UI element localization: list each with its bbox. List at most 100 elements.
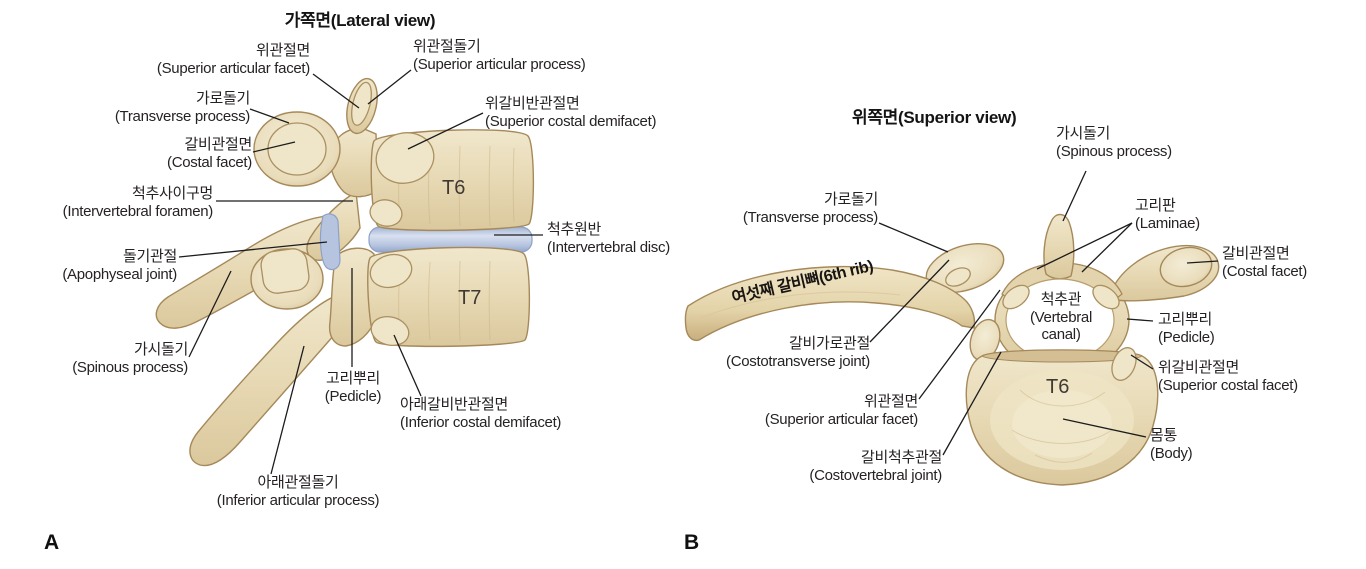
label-en: (Costotransverse joint) [726,352,870,370]
lateral-view-drawing [155,69,543,475]
label-inferior-costal-demifacet-a: 아래갈비반관절면 (Inferior costal demifacet) [400,396,561,431]
label-en: (Vertebral [1029,308,1093,326]
label-ko: 가시돌기 [1056,125,1111,142]
t6-superior-articular-process-shape [346,77,378,135]
label-ko: 척추사이구멍 [131,185,213,202]
label-en: canal) [1041,326,1081,343]
label-en: (Costovertebral joint) [809,466,942,484]
label-costal-facet-a: 갈비관절면 (Costal facet) [60,136,252,171]
t6-costal-facet-shape [267,122,327,176]
left-superior-articular-facet-shape [1002,284,1030,310]
label-ko: 갈비척추관절 [860,449,942,466]
t6-body-texture [398,145,515,227]
label-ko: 고리뿌리 [1158,311,1213,328]
t7-arch-shape [328,247,377,347]
leader-line [249,108,290,124]
sixth-rib-shape [684,265,976,342]
label-ko: 위관절면 [863,393,918,410]
t6-superior-costal-demifacet-shape [375,132,435,184]
label-en: (Inferior articular process) [216,491,380,509]
label-costovertebral-joint-b: 갈비척추관절 (Costovertebral joint) [730,449,942,484]
leader-lines-b [869,170,1219,456]
t7-body-texture [398,260,491,342]
label-costal-facet-b: 갈비관절면 (Costal facet) [1222,245,1307,280]
panel-letter-b: B [684,531,700,554]
leader-line [252,141,296,153]
leader-line [1081,222,1133,273]
leader-line [407,112,484,150]
label-ko: 위갈비관절면 [1158,359,1240,376]
label-ko: 몸통 [1150,427,1178,444]
label-en: (Costal facet) [1222,262,1307,280]
vertebral-body-streaks [1011,389,1113,463]
label-spinous-process-b: 가시돌기 (Spinous process) [1056,125,1172,160]
label-ko: 갈비관절면 [1222,245,1290,262]
leader-line [1062,418,1147,438]
label-en: (Body) [1150,444,1193,462]
panel-letter-a: A [44,531,60,554]
label-ko: 위갈비반관절면 [485,95,580,112]
label-ko: 고리판 [1135,197,1176,214]
label-ko: 위관절면 [255,42,310,59]
label-spinous-process-a: 가시돌기 (Spinous process) [40,341,188,376]
t6-inferior-costal-demifacet-shape [369,199,403,227]
label-en: (Transverse process) [742,208,878,226]
vertebral-body-inner-highlight [1012,390,1112,458]
leader-line [178,241,328,258]
label-costotransverse-joint-b: 갈비가로관절 (Costotransverse joint) [658,335,870,370]
label-en: (Inferior costal demifacet) [400,413,562,431]
label-intervertebral-disc-a: 척추원반 (Intervertebral disc) [547,221,670,256]
label-en: (Laminae) [1135,214,1200,232]
rib-ridge [699,291,901,319]
right-superior-articular-facet-shape [1092,284,1120,310]
label-transverse-process-b: 가로돌기 (Transverse process) [710,191,878,226]
leader-line [188,270,232,358]
label-ko: 가로돌기 [195,90,250,107]
panel-b-title: 위쪽면(Superior view) [852,108,1017,127]
label-ko: 가시돌기 [133,341,188,358]
leader-line [1130,354,1154,370]
label-superior-costal-facet-b: 위갈비관절면 (Superior costal facet) [1158,359,1298,394]
label-laminae-b: 고리판 (Laminae) [1135,197,1200,232]
costotransverse-joint-facet-shape [945,267,971,287]
leader-line [1062,170,1087,222]
t7-superior-articular-facet-shape [260,248,310,294]
label-inferior-articular-process-a: 아래관절돌기 (Inferior articular process) [178,474,418,509]
label-pedicle-b: 고리뿌리 (Pedicle) [1158,311,1215,346]
panel-a-title: 가쪽면(Lateral view) [284,11,436,30]
label-en: (Apophyseal joint) [62,265,177,283]
leader-line [270,345,305,475]
t6-label-b: T6 [1046,376,1070,398]
label-vertebral-canal-b: 척추관 (Vertebral canal) [1006,291,1116,344]
leader-line [942,351,1002,456]
label-superior-articular-process-a: 위관절돌기 (Superior articular process) [413,38,586,73]
label-en: (Superior articular facet) [764,410,918,428]
vertebral-body-rim [981,349,1143,363]
t7-superior-costal-demifacet-shape [369,253,413,289]
label-en: (Intervertebral disc) [547,238,670,256]
superior-costal-facet-shape [1111,347,1137,381]
label-ko: 갈비관절면 [184,136,252,153]
label-en: (Superior costal facet) [1158,376,1298,394]
costal-facet-shape-b [1159,246,1213,288]
label-en: (Spinous process) [1056,142,1172,160]
label-en: (Superior articular facet) [156,59,310,77]
label-body-b: 몸통 (Body) [1150,427,1193,462]
label-superior-costal-demifacet-a: 위갈비반관절면 (Superior costal demifacet) [485,95,656,130]
label-ko: 갈비가로관절 [788,335,870,352]
label-en: (Pedicle) [324,387,382,405]
t6-label-a: T6 [442,177,466,199]
leader-line [1186,260,1219,264]
leader-line [312,73,360,109]
label-ko: 가로돌기 [823,191,878,208]
label-apophyseal-joint-a: 돌기관절 (Apophyseal joint) [10,248,177,283]
leader-line [367,69,412,105]
apophyseal-joint-shape [319,213,341,271]
superior-view-drawing [684,170,1220,486]
spinous-process-shape-b [1043,213,1075,280]
t6-arch-shape [329,127,379,198]
t7-inferior-costal-demifacet-shape [370,316,410,346]
label-en: (Superior articular process) [413,55,586,73]
